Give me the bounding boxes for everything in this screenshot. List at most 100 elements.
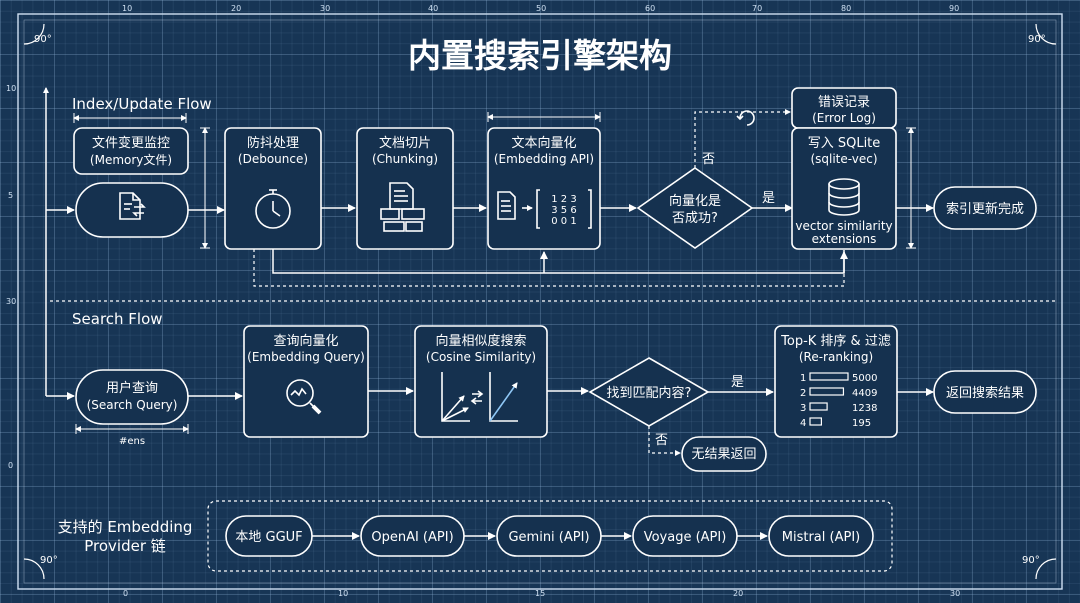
ruler-tick-label: 70 [752,4,762,13]
corner-label-bl: 90° [40,555,58,566]
decision-embedding-success[interactable]: 向量化是 否成功? [636,167,754,249]
matrix-row: 1 2 3 [551,194,576,205]
provider-node[interactable]: Gemini (API) [496,515,602,557]
node-file-watch[interactable]: 文件变更监控 (Memory文件) [73,127,189,238]
ruler-tick-label: 0 [8,461,13,470]
provider-node[interactable]: Voyage (API) [632,515,738,557]
corner-label-br: 90° [1022,555,1040,566]
node-frame [681,436,767,472]
node-search-result[interactable]: 返回搜索结果 [933,370,1037,414]
node-subtitle: (Debounce) [238,152,308,166]
rank-number: 1 [800,373,806,384]
provider-label: Mistral (API) [782,530,860,545]
no-label: 否 [702,152,715,167]
decision-text: 否成功? [672,211,718,226]
node-error-log[interactable]: 错误记录 (Error Log) [791,87,897,129]
file-transfer-icon [119,192,146,220]
node-similarity[interactable]: 向量相似度搜索 (Cosine Similarity) [414,325,548,438]
provider-label: 本地 GGUF [235,530,302,545]
node-frame [774,325,898,438]
node-frame [487,127,601,250]
ruler-tick-label: 20 [231,4,241,13]
ruler-bottom: 0 10 15 20 30 [123,589,960,598]
node-title: 写入 SQLite [808,136,881,151]
node-subtitle: (Cosine Similarity) [426,350,536,364]
rank-score: 195 [852,418,871,429]
matrix-row: 3 5 6 [551,205,576,216]
node-subtitle: (Chunking) [372,152,438,166]
decision-found-match[interactable]: 找到匹配内容? [588,357,710,427]
node-label: 索引更新完成 [946,201,1024,217]
rank-score: 5000 [852,373,877,384]
node-title: 文本向量化 [511,135,576,151]
providers-container [207,500,893,572]
node-subtitle: (Embedding Query) [247,350,365,364]
decision-text: 找到匹配内容? [607,385,692,401]
node-title: 防抖处理 [247,135,299,151]
rank-bar [809,372,849,381]
ruler-tick-label: 30 [320,4,330,13]
node-embed-query[interactable]: 查询向量化 (Embedding Query) [243,325,369,438]
node-subtitle: (Re-ranking) [799,350,873,364]
ruler-tick-label: 80 [841,4,851,13]
node-embedding[interactable]: 文本向量化 (Embedding API) 1 2 3 3 5 6 0 0 1 [487,127,601,250]
provider-node[interactable]: OpenAI (API) [360,515,465,557]
rank-score: 1238 [852,403,877,414]
node-note: vector similarity [795,219,892,233]
node-label: 无结果返回 [691,447,756,462]
node-frame [933,186,1037,230]
node-icon-pill [75,182,189,238]
rank-number: 4 [800,418,806,429]
rank-number: 3 [800,403,806,414]
ruler-top: 10 20 30 40 50 60 70 80 90 [122,4,959,13]
node-title: Top-K 排序 & 过滤 [780,334,891,349]
corner-label-tl: 90° [34,34,52,45]
rank-bar [809,402,828,411]
dotted-feedback [253,249,845,287]
stopwatch-icon [255,189,291,229]
node-user-query[interactable]: 用户查询 (Search Query) [75,369,189,425]
node-label: 返回搜索结果 [946,386,1024,401]
rank-row: 4 195 [800,417,871,429]
node-chunking[interactable]: 文档切片 (Chunking) [356,127,454,250]
node-title: 向量相似度搜索 [435,333,526,349]
inner-frame [23,19,1057,584]
ruler-tick-label: 5 [8,191,13,200]
page-title: 内置搜索引擎架构 [408,36,672,75]
ruler-tick-label: 15 [535,589,545,598]
matrix-row: 0 0 1 [551,216,576,227]
node-title: 文档切片 [379,136,431,151]
index-flow-label: Index/Update Flow [72,95,212,113]
no-label: 否 [655,433,668,448]
node-frame [933,370,1037,414]
provider-label: OpenAI (API) [371,530,453,545]
node-frame [73,127,189,175]
rank-row: 1 5000 [800,372,877,384]
node-index-done[interactable]: 索引更新完成 [933,186,1037,230]
node-title: 用户查询 [106,380,158,396]
rank-bar [809,387,845,396]
rank-bar [809,417,822,426]
corner-label-tr: 90° [1028,34,1046,45]
decision-diamond [636,167,754,249]
provider-label: Voyage (API) [644,530,727,545]
matrix-icon: 1 2 3 3 5 6 0 0 1 [497,189,592,229]
ruler-tick-label: 10 [6,84,16,93]
node-debounce[interactable]: 防抖处理 (Debounce) [224,127,322,250]
corner-marks [23,23,1057,580]
node-no-result[interactable]: 无结果返回 [681,436,767,472]
node-sqlite[interactable]: 写入 SQLite (sqlite-vec) vector similarity… [791,127,897,250]
ruler-tick-label: 0 [123,589,128,598]
rank-number: 2 [800,388,806,399]
node-subtitle: (Embedding API) [494,152,594,166]
provider-node[interactable]: 本地 GGUF [225,515,313,557]
node-title: 错误记录 [818,95,870,110]
ruler-tick-label: 40 [428,4,438,13]
yes-label: 是 [762,191,775,206]
provider-node[interactable]: Mistral (API) [768,515,874,557]
ruler-left: 10 5 30 0 [6,84,16,470]
retry-icon [736,110,755,126]
dimension-label: #ens [119,436,145,447]
